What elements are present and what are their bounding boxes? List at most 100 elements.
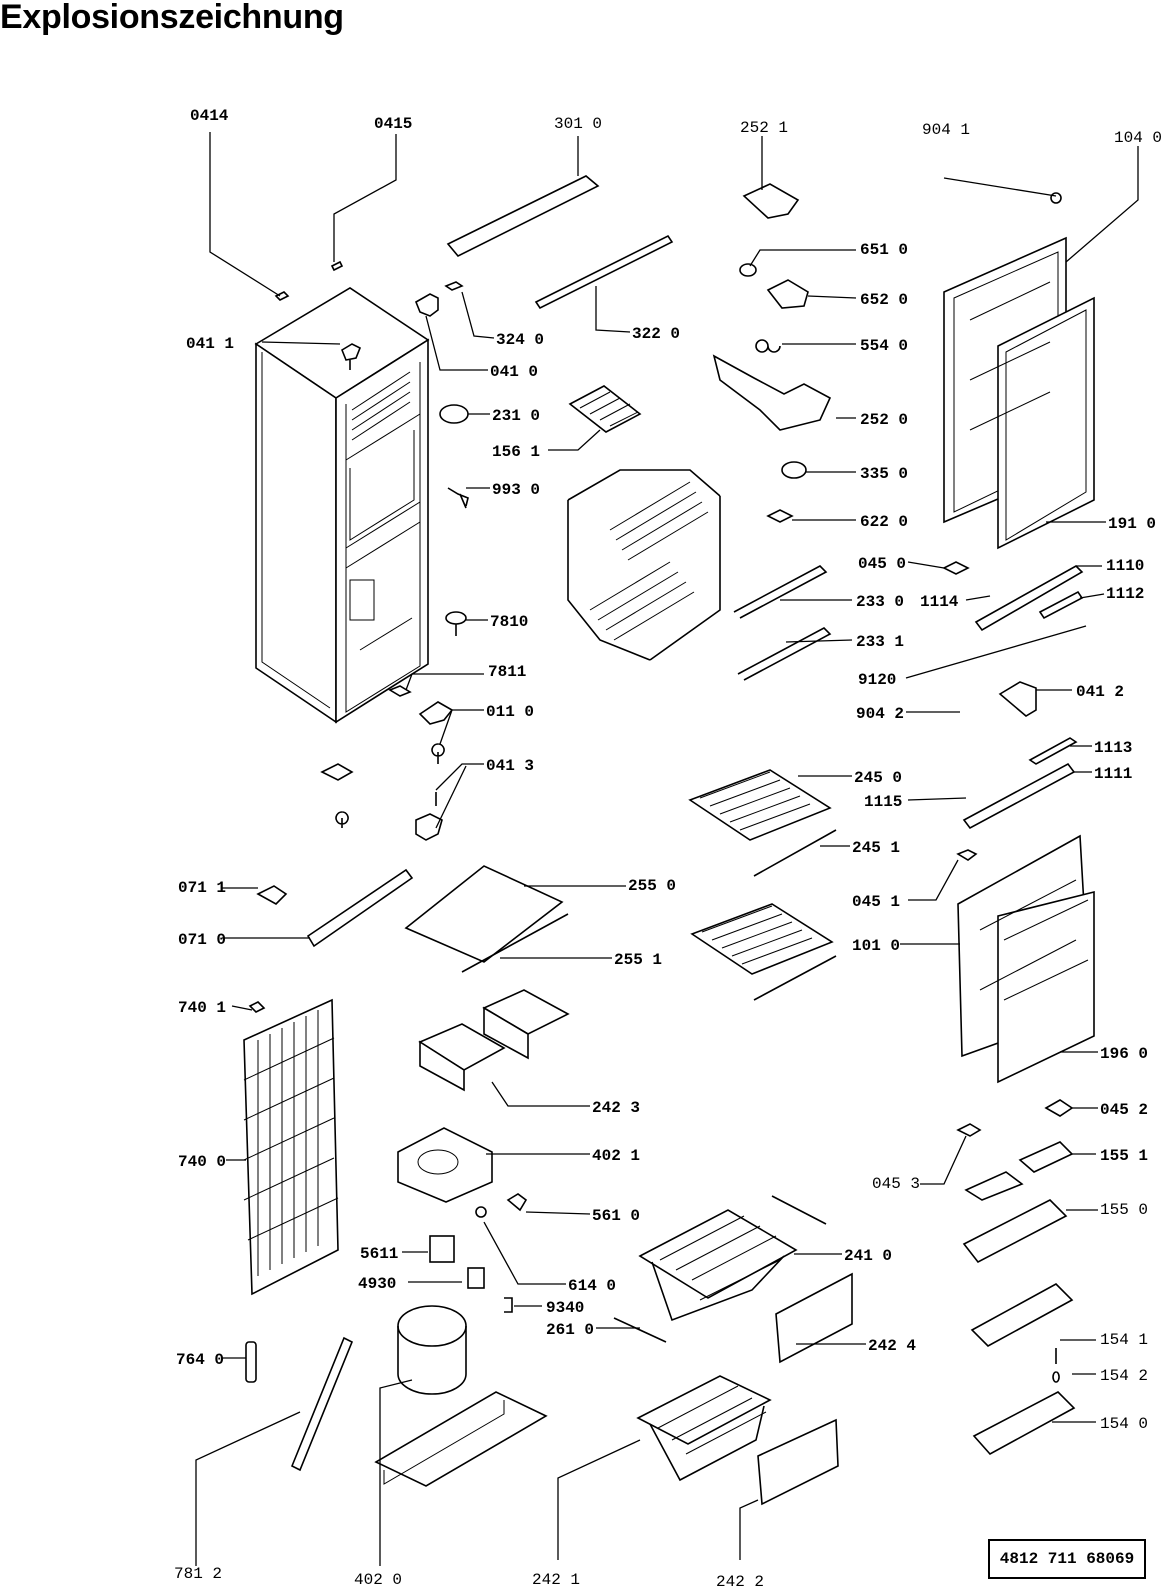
label-2422: 242 2 (716, 1573, 764, 1589)
ice-tray-1561 (568, 385, 642, 433)
label-7812: 781 2 (174, 1565, 222, 1583)
clip-0415 (330, 260, 344, 272)
basket-2410 (638, 1209, 798, 1322)
label-5611: 5611 (360, 1245, 398, 1263)
handle-1111 (962, 762, 1076, 830)
part-1113 (1028, 737, 1078, 765)
label-1551: 155 1 (1100, 1147, 1148, 1165)
part-labels: 0414 0415 301 0 252 1 904 1 104 0 651 0 … (174, 107, 1162, 1589)
screw-9041 (1050, 192, 1062, 204)
label-0711: 071 1 (178, 879, 226, 897)
top-cover-3010 (446, 175, 600, 257)
label-1113: 1113 (1094, 739, 1132, 757)
ring-3350 (781, 461, 807, 479)
label-2520: 252 0 (860, 411, 908, 429)
label-2410: 241 0 (844, 1247, 892, 1265)
label-2551: 255 1 (614, 951, 662, 969)
label-3350: 335 0 (860, 465, 908, 483)
label-9340: 9340 (546, 1299, 584, 1317)
spring-5540 (755, 339, 781, 353)
label-2610: 261 0 (546, 1321, 594, 1339)
label-2423: 242 3 (592, 1099, 640, 1117)
trim-2551 (461, 913, 569, 973)
rail-2610 (613, 1317, 667, 1343)
door-rack-middle (970, 1283, 1074, 1347)
wire-shelf-lower (690, 903, 837, 1001)
control-2520 (712, 354, 832, 431)
part-0450 (942, 561, 970, 575)
relay-4930 (467, 1267, 485, 1289)
label-1114: 1114 (920, 593, 959, 611)
label-0710: 071 0 (178, 931, 226, 949)
part-0452 (1044, 1099, 1074, 1117)
label-0411: 041 1 (186, 335, 234, 353)
label-2521: 252 1 (740, 119, 788, 137)
label-0450: 045 0 (858, 555, 906, 573)
tray-0710 (306, 868, 414, 948)
label-4930: 4930 (358, 1275, 396, 1293)
part-0451 (956, 849, 978, 861)
label-2424: 242 4 (868, 1337, 916, 1355)
label-0410: 041 0 (490, 363, 538, 381)
freezer-door-1040 (943, 236, 1095, 550)
rail-top (771, 1195, 827, 1225)
label-2451: 245 1 (852, 839, 900, 857)
rail-7812 (290, 1336, 354, 1472)
label-1110: 1110 (1106, 557, 1144, 575)
label-2550: 255 0 (628, 877, 676, 895)
hinge-0411 (341, 343, 362, 370)
wire-shelf-2450 (688, 769, 837, 877)
label-9041: 904 1 (922, 121, 970, 139)
label-2450: 245 0 (854, 769, 902, 787)
label-0414: 0414 (190, 107, 229, 125)
label-3010: 301 0 (554, 115, 602, 133)
label-7811: 7811 (488, 663, 526, 681)
strip-3220 (534, 234, 674, 310)
label-0452: 045 2 (1100, 1101, 1148, 1119)
foot-bracket-0110 (418, 701, 454, 764)
label-9120: 9120 (858, 671, 896, 689)
thermostat-6520 (766, 279, 809, 309)
relay-5610 (506, 1193, 528, 1212)
handle-1112 (1038, 590, 1084, 620)
bracket-0410 (414, 293, 439, 317)
label-5540: 554 0 (860, 337, 908, 355)
rail-2331 (737, 627, 832, 681)
basket-2421 (636, 1375, 772, 1482)
clip-0414 (274, 291, 290, 301)
label-0451: 045 1 (852, 893, 900, 911)
label-7400: 740 0 (178, 1153, 226, 1171)
label-1540: 154 0 (1100, 1415, 1148, 1433)
lamp-6220 (766, 509, 794, 523)
part-2310 (439, 404, 469, 424)
label-7640: 764 0 (176, 1351, 224, 1369)
part-1542 (1052, 1371, 1060, 1383)
label-1542: 154 2 (1100, 1367, 1148, 1385)
hinge-0413 (415, 792, 443, 841)
glass-shelf-2550 (404, 865, 564, 963)
leader-lines (195, 132, 1139, 1566)
egg-tray-1551 (964, 1141, 1074, 1201)
compressor-4020 (374, 1305, 548, 1487)
cabinet-body (254, 287, 430, 724)
relay-5611 (429, 1235, 455, 1263)
clip-7401 (248, 1001, 266, 1013)
label-0413: 041 3 (486, 757, 534, 775)
label-1550: 155 0 (1100, 1201, 1148, 1219)
part-6140 (475, 1206, 487, 1218)
label-1960: 196 0 (1100, 1045, 1148, 1063)
label-9042: 904 2 (856, 705, 904, 723)
label-6140: 614 0 (568, 1277, 616, 1295)
sensor-9930 (447, 487, 469, 509)
label-3220: 322 0 (632, 325, 680, 343)
label-0412: 041 2 (1076, 683, 1124, 701)
label-3240: 324 0 (496, 331, 544, 349)
part-7810 (445, 611, 467, 636)
label-6220: 622 0 (860, 513, 908, 531)
handle-1110 (974, 565, 1084, 632)
label-0415: 0415 (374, 115, 412, 133)
label-1910: 191 0 (1108, 515, 1156, 533)
label-6510: 651 0 (860, 241, 908, 259)
part-7640 (245, 1341, 257, 1383)
